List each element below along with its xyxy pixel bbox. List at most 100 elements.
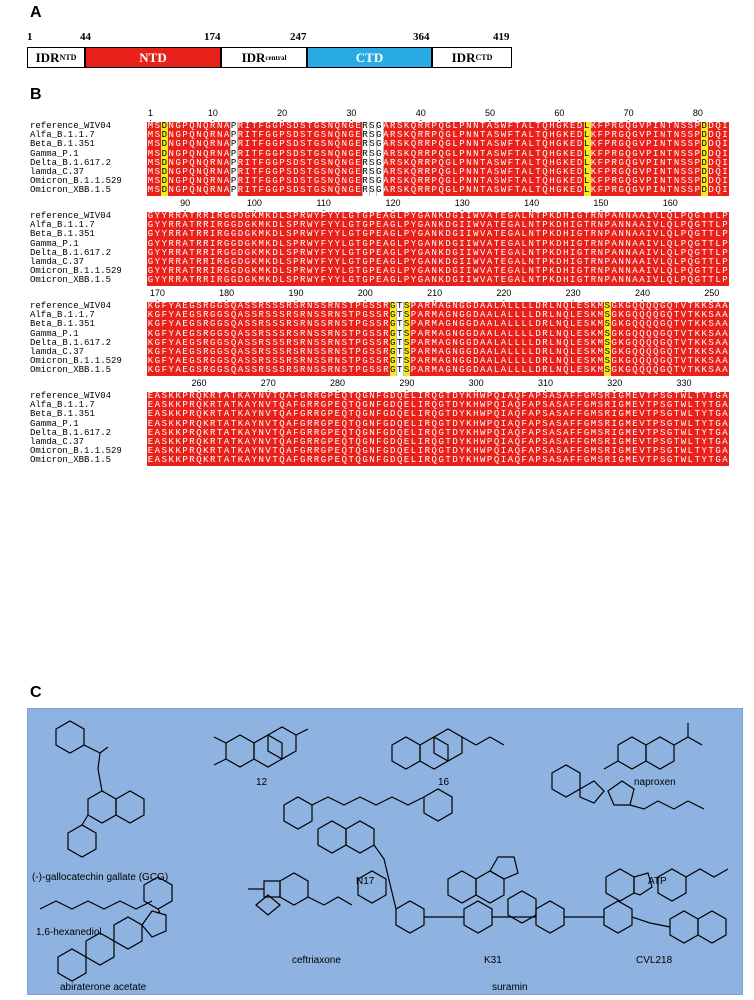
conserved-block-background xyxy=(147,122,730,196)
atp-structure xyxy=(551,764,705,810)
ruler-tick-label: 1 xyxy=(147,108,153,118)
segment-sub-label: central xyxy=(265,53,287,62)
ruler-tick-label: 20 xyxy=(277,108,288,118)
alignment-ruler: 1.10.20.30.40.50.60.70.80. xyxy=(140,108,740,123)
ruler-tick-label: 70 xyxy=(623,108,634,118)
ruler-tick-label: 250 xyxy=(704,288,720,298)
strain-label: Omicron_B.1.1.529 xyxy=(30,266,122,277)
ruler-tick-dot: . xyxy=(280,113,284,123)
ruler-tick-dot: . xyxy=(294,293,298,303)
ruler-tick-dot: . xyxy=(530,203,533,213)
ruler-tick-dot: . xyxy=(419,113,422,123)
variant-column-highlight xyxy=(389,302,397,376)
ruler-tick-dot: . xyxy=(461,203,464,213)
ruler-tick-dot: . xyxy=(682,383,686,393)
segment-sub-label: NTD xyxy=(59,53,77,62)
alignment-ruler: 170.180.190.200.210.220.230.240.250. xyxy=(140,288,740,303)
strain-label: Omicron_XBB.1.5 xyxy=(30,365,112,376)
ruler-tick-dot: . xyxy=(571,293,575,303)
suramin-structure xyxy=(317,820,727,944)
ruler-tick-dot: . xyxy=(322,203,325,213)
ruler-tick-label: 110 xyxy=(316,198,331,208)
ruler-tick-dot: . xyxy=(183,203,187,213)
strain-label: Omicron_B.1.1.529 xyxy=(30,446,122,457)
ruler-tick-dot: . xyxy=(149,113,152,123)
strain-label: lamda_C.37 xyxy=(30,257,85,267)
ruler-tick-label: 10 xyxy=(207,108,218,118)
ruler-tick-label: 40 xyxy=(415,108,426,118)
strain-label: Omicron_XBB.1.5 xyxy=(30,275,112,286)
conserved-block-background xyxy=(147,212,730,286)
molecule-label-k31: K31 xyxy=(484,955,502,966)
panel-label-a: A xyxy=(30,4,42,21)
strain-label: Omicron_XBB.1.5 xyxy=(30,185,112,196)
gap-column-highlight xyxy=(230,122,239,196)
molecule-label-ceftriaxone: ceftriaxone xyxy=(292,955,341,966)
ruler-tick-dot: . xyxy=(696,113,700,123)
ruler-tick-label: 50 xyxy=(485,108,496,118)
cvl218-structure xyxy=(605,868,729,902)
variant-column-highlight xyxy=(583,122,591,196)
ruler-tick-dot: . xyxy=(433,293,436,303)
ruler-tick-dot: . xyxy=(156,293,159,303)
strain-label: reference_WIV04 xyxy=(30,301,112,311)
alignment-ruler: 90.100.110.120.130.140.150.160. xyxy=(140,198,740,213)
strain-label: Gamma_P.1 xyxy=(30,418,79,429)
compound-panel: (-)-gallocatechin gallate (GCG) 12 16 na… xyxy=(27,708,743,995)
strain-label: Beta_B.1.351 xyxy=(30,139,95,150)
position-label: 1 xyxy=(27,31,33,43)
strain-label: Gamma_P.1 xyxy=(30,148,79,159)
ruler-tick-label: 240 xyxy=(634,288,650,298)
compound-12-structure xyxy=(213,726,309,768)
molecule-label-abiraterone-acetate: abiraterone acetate xyxy=(60,982,147,993)
ruler-tick-label: 270 xyxy=(260,378,276,388)
molecule-label-cvl218: CVL218 xyxy=(636,955,673,966)
strain-label: lamda_C.37 xyxy=(30,347,85,357)
ruler-tick-dot: . xyxy=(391,203,395,213)
ruler-tick-dot: . xyxy=(710,293,714,303)
segment-main-label: NTD xyxy=(139,49,167,65)
strain-label: Alfa_B.1.1.7 xyxy=(30,310,95,321)
strain-label: Gamma_P.1 xyxy=(30,328,79,339)
ruler-tick-label: 150 xyxy=(593,198,609,208)
strain-label: Delta_B.1.617.2 xyxy=(30,247,112,258)
ruler-tick-dot: . xyxy=(211,113,215,123)
molecule-label-12: 12 xyxy=(256,777,268,788)
ruler-tick-label: 310 xyxy=(537,378,553,388)
domain-segment-ntd: NTD xyxy=(85,47,221,68)
strain-label: Omicron_B.1.1.529 xyxy=(30,176,122,187)
ruler-tick-label: 100 xyxy=(246,198,262,208)
strain-label: Delta_B.1.617.2 xyxy=(30,157,112,168)
ruler-tick-label: 220 xyxy=(496,288,512,298)
ruler-tick-label: 80 xyxy=(692,108,703,118)
gcg-structure xyxy=(55,720,145,858)
gap-column-highlight xyxy=(375,122,384,196)
molecule-label-n17: N17 xyxy=(356,876,375,887)
segment-main-label: IDR xyxy=(241,49,266,65)
ruler-tick-label: 320 xyxy=(607,378,623,388)
strain-label: Gamma_P.1 xyxy=(30,238,79,249)
ruler-tick-label: 210 xyxy=(427,288,443,298)
ruler-tick-dot: . xyxy=(405,383,409,393)
molecule-label-hexanediol: 1,6-hexanediol xyxy=(36,927,102,938)
n17-structure xyxy=(283,788,453,830)
strain-label: Alfa_B.1.1.7 xyxy=(30,400,95,411)
